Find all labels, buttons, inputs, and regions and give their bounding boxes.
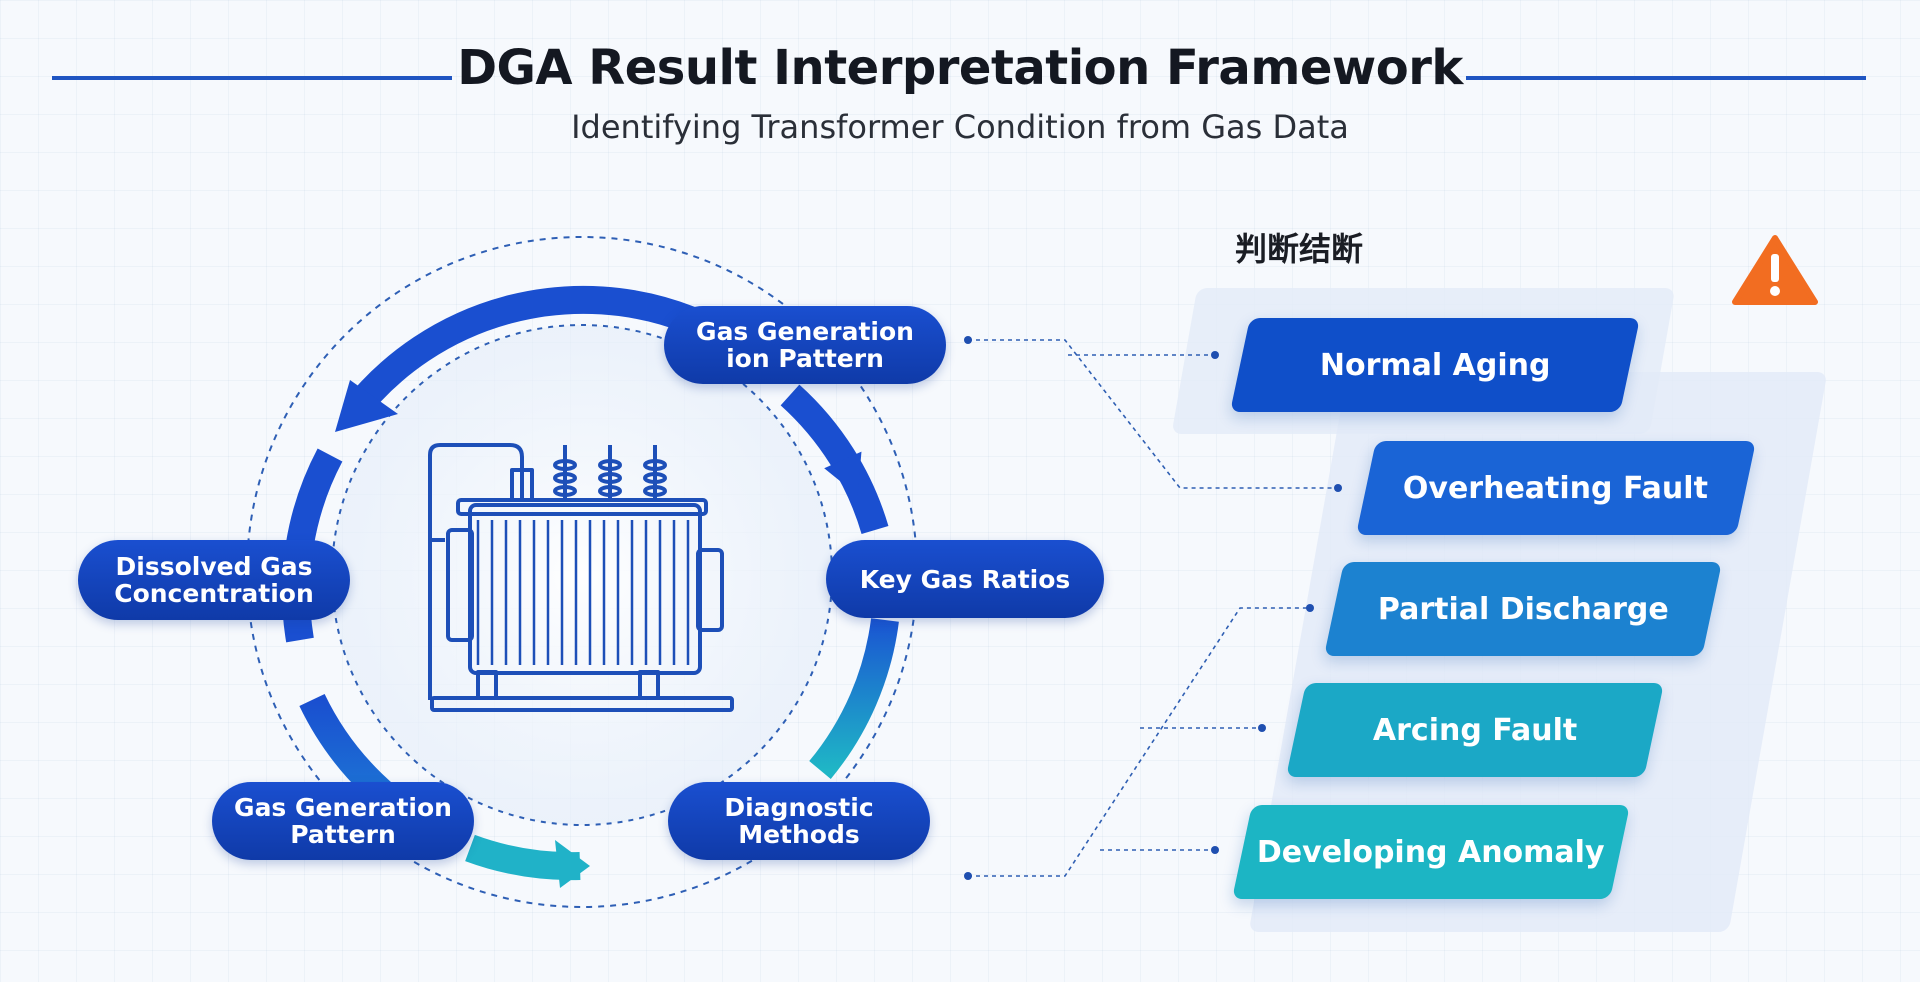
cycle-arc-right-lower	[809, 618, 899, 779]
bushing-2	[598, 445, 622, 500]
node-key-gas-ratios[interactable]: Key Gas Ratios	[826, 540, 1104, 618]
cycle-arrow-top	[335, 380, 398, 432]
cycle-arc-right-upper	[780, 384, 889, 535]
outcome-normal-aging-label: Normal Aging	[1319, 347, 1551, 383]
node-gas-generation-bottom-line1: Gas Generation	[234, 793, 452, 822]
page-title: DGA Result Interpretation Framework	[457, 40, 1463, 96]
outcome-developing-anomaly[interactable]: Developing Anomaly	[1232, 805, 1630, 899]
cycle-arc-top	[344, 285, 696, 419]
title-rule-left	[52, 76, 452, 80]
outcome-developing-anomaly-label: Developing Anomaly	[1257, 834, 1605, 870]
outcome-arcing-fault-label: Arcing Fault	[1372, 712, 1578, 748]
cycle-arrow-bottom	[555, 840, 590, 888]
outcome-partial-discharge[interactable]: Partial Discharge	[1324, 562, 1722, 656]
node-diagnostic-methods-line1: Diagnostic	[724, 793, 874, 822]
connector-lines	[968, 339, 1338, 877]
node-dissolved-gas-line1: Dissolved Gas	[115, 552, 313, 581]
outcome-overheating-fault[interactable]: Overheating Fault	[1356, 441, 1756, 535]
outcome-overheating-fault-label: Overheating Fault	[1403, 470, 1709, 506]
outcome-normal-aging[interactable]: Normal Aging	[1230, 318, 1640, 412]
node-key-gas-ratios-line1: Key Gas Ratios	[859, 564, 1071, 594]
connector-dots	[964, 336, 1342, 880]
cycle-arrow-right	[824, 451, 862, 496]
node-gas-generation-top-line2: ion Pattern	[726, 344, 884, 373]
node-gas-generation-bottom-line2: Pattern	[290, 820, 396, 849]
inner-glow	[332, 325, 832, 825]
node-gas-generation-top-line1: Gas Generation	[696, 317, 914, 346]
transformer-icon	[428, 443, 734, 712]
node-diagnostic-methods-line2: Methods	[738, 820, 860, 849]
node-dissolved-gas-line2: Concentration	[114, 579, 314, 608]
page-subtitle: Identifying Transformer Condition from G…	[571, 108, 1349, 146]
warning-triangle-icon	[1732, 235, 1818, 305]
bushing-1	[553, 445, 577, 500]
outcome-heading: 判断结断	[1235, 230, 1364, 268]
title-rule-right	[1466, 76, 1866, 80]
outcome-arcing-fault[interactable]: Arcing Fault	[1286, 683, 1664, 777]
bushing-3	[643, 445, 667, 500]
outcome-partial-discharge-label: Partial Discharge	[1377, 591, 1669, 627]
